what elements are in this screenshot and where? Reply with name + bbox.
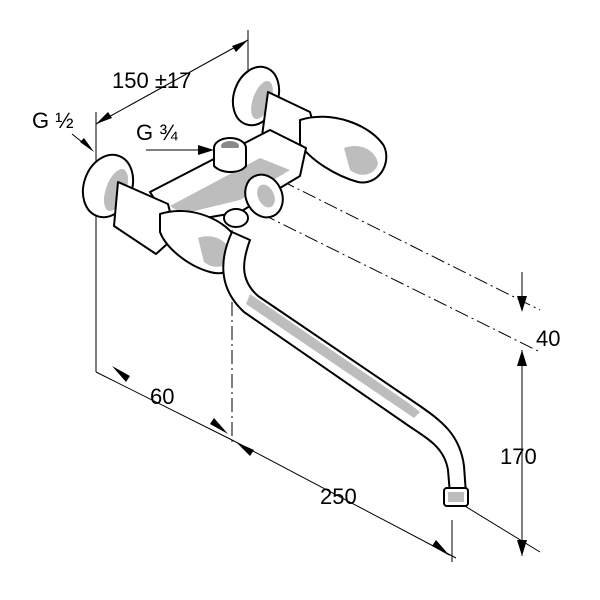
arrow-150-right [232,40,248,52]
spout-collar [223,208,249,228]
top-connector-neck [213,148,247,173]
label-spout-reach: 250 [320,484,357,509]
aerator-shade [448,492,464,502]
mixer-crossbar-shade [170,158,290,214]
label-wall-spacing: 150 ±17 [112,68,191,93]
arrow-60-left [112,366,130,382]
label-connection-left: G ½ [32,108,74,133]
arrow-g-threequarter [198,145,214,155]
label-offset-vertical: 40 [536,326,560,351]
dim-line-60 [95,371,233,441]
spout-pipe-shade [246,294,420,418]
arrow-250-right [432,540,450,556]
faucet-body [81,65,469,507]
axis-line-upper [259,169,541,311]
arrow-170-bottom [517,540,527,556]
label-spout-height: 170 [500,444,537,469]
handle-back-shade [344,145,378,175]
arrow-250-left [236,442,254,456]
arrow-g-half [80,138,94,152]
dimension-labels: 150 ±17 G ½ G ¾ 60 250 40 170 [32,68,560,509]
label-center-offset: 60 [150,384,174,409]
dim-line-150 [95,39,249,125]
label-connection-top: G ¾ [136,120,178,145]
dim-line-250 [231,439,457,559]
spout-hub-shade [257,184,275,208]
arrow-40-top [517,296,527,312]
handle-back [299,115,388,184]
valve-housing-front [113,181,177,255]
axis-line-lower [261,213,541,353]
arrow-60-right [210,418,228,434]
ext-line-outlet [454,499,541,553]
arrow-150-left [96,112,112,124]
